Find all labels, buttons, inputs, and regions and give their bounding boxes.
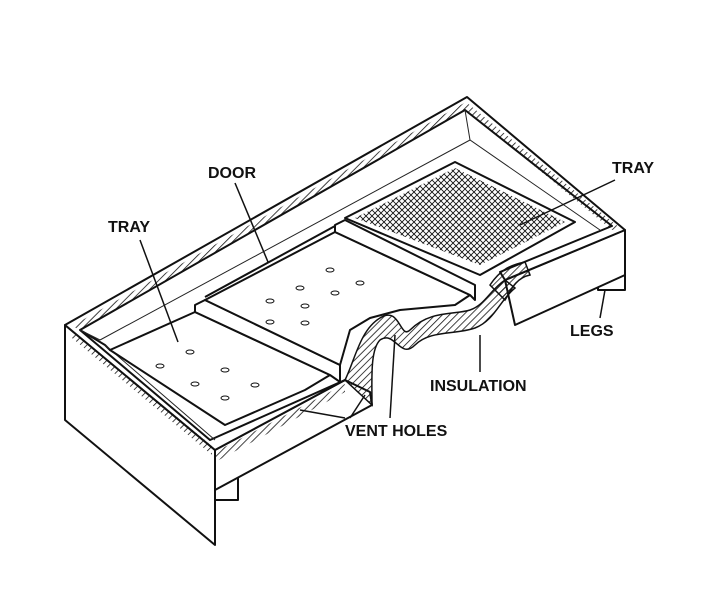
door xyxy=(204,225,336,298)
inner-left-edge xyxy=(104,344,216,441)
vent-holes xyxy=(155,267,365,401)
insulation-cutaway-right xyxy=(489,261,532,302)
label-tray-left: TRAY xyxy=(108,219,150,236)
insulation-cutaway xyxy=(344,279,517,407)
insulation-right-wall xyxy=(466,102,620,230)
label-legs: LEGS xyxy=(570,323,614,340)
leader-lines xyxy=(139,179,616,419)
label-vent-holes: VENT HOLES xyxy=(345,423,448,440)
label-insulation: INSULATION xyxy=(430,378,527,395)
insulation-front-left xyxy=(215,384,345,462)
tray-right-mesh xyxy=(355,168,565,265)
tray-divider-beam xyxy=(334,219,476,301)
insulation-back-wall xyxy=(72,102,466,330)
tray-left xyxy=(109,311,331,426)
label-door: DOOR xyxy=(208,165,256,182)
inner-corner xyxy=(464,109,471,141)
insulation-left-wall xyxy=(72,330,212,455)
label-tray-right: TRAY xyxy=(612,160,654,177)
